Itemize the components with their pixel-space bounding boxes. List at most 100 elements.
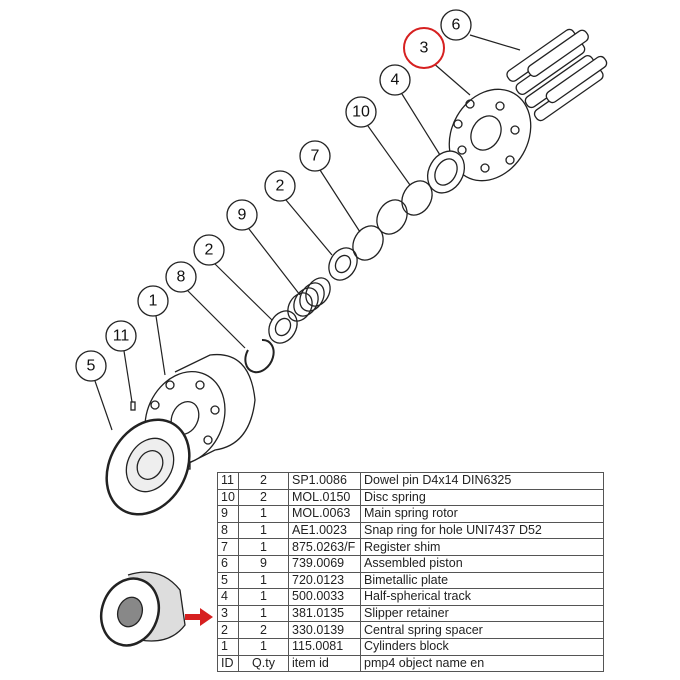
- cell-item-id: AE1.0023: [288, 521, 361, 540]
- cell-name: Main spring rotor: [360, 505, 604, 523]
- cell-name: Bimetallic plate: [360, 571, 604, 590]
- cell-name: Dowel pin D4x14 DIN6325: [360, 472, 604, 490]
- cell-id: ID: [217, 654, 239, 673]
- cell-item-id: 381.0135: [288, 604, 361, 623]
- cell-name: pmp4 object name en: [360, 654, 604, 673]
- callout-circle: [440, 9, 472, 41]
- part-10-disc: [401, 180, 433, 216]
- callout-4: 4: [379, 64, 411, 96]
- callout-2: 2: [264, 170, 296, 202]
- callout-3: 3: [403, 27, 445, 69]
- callout-label: 2: [205, 242, 214, 259]
- cell-id: 8: [217, 521, 239, 540]
- cell-id: 7: [217, 538, 239, 556]
- callout-1: 1: [137, 285, 169, 317]
- cell-item-id: SP1.0086: [288, 472, 361, 490]
- part-11-dowel-pin: [130, 401, 136, 411]
- cell-name: Central spring spacer: [360, 621, 604, 639]
- cell-qty: 1: [238, 571, 289, 590]
- callout-label: 3: [420, 40, 429, 57]
- callout-6: 6: [440, 9, 472, 41]
- cell-item-id: 500.0033: [288, 588, 361, 606]
- cell-qty: 1: [238, 505, 289, 523]
- callout-circle: [137, 285, 169, 317]
- part-9-spring: [287, 277, 331, 322]
- callout-circle: [75, 350, 107, 382]
- callout-circle: [264, 170, 296, 202]
- cell-name: Assembled piston: [360, 554, 604, 573]
- callout-circle: [193, 234, 225, 266]
- callout-circle: [105, 320, 137, 352]
- callout-10: 10: [345, 96, 377, 128]
- cell-item-id: item id: [288, 654, 361, 673]
- callout-circle: [165, 261, 197, 293]
- cell-qty: 2: [238, 488, 289, 507]
- cell-id: 6: [217, 554, 239, 573]
- cell-id: 4: [217, 588, 239, 606]
- cell-name: Slipper retainer: [360, 604, 604, 623]
- callout-label: 6: [452, 17, 461, 34]
- part-7-shim: [352, 225, 384, 261]
- cell-name: Cylinders block: [360, 637, 604, 656]
- callout-circle: [379, 64, 411, 96]
- part-3-slipper-retainer: [448, 88, 532, 182]
- cell-qty: 2: [238, 472, 289, 490]
- callout-circle: [226, 199, 258, 231]
- assembly-thumbnail: [99, 571, 186, 647]
- cell-qty: 1: [238, 604, 289, 623]
- red-arrow-icon: [185, 608, 213, 626]
- cell-name: Snap ring for hole UNI7437 D52: [360, 521, 604, 540]
- callout-label: 10: [352, 104, 370, 121]
- callout-label: 4: [391, 72, 400, 89]
- callout-7: 7: [299, 140, 331, 172]
- callout-circle: [403, 27, 445, 69]
- cell-id: 2: [217, 621, 239, 639]
- cell-qty: 1: [238, 538, 289, 556]
- cell-qty: Q.ty: [238, 654, 289, 673]
- callout-label: 8: [177, 269, 186, 286]
- cell-id: 5: [217, 571, 239, 590]
- part-2-spacer-2: [268, 310, 298, 344]
- callout-label: 5: [87, 358, 96, 375]
- callout-label: 1: [149, 293, 158, 310]
- part-5-bimetallic-plate: [105, 418, 191, 516]
- callout-8: 8: [165, 261, 197, 293]
- callout-circle: [345, 96, 377, 128]
- cell-qty: 1: [238, 588, 289, 606]
- callout-label: 9: [238, 207, 247, 224]
- cell-id: 9: [217, 505, 239, 523]
- callout-11: 11: [105, 320, 137, 352]
- part-4-track: [426, 150, 466, 194]
- cell-qty: 1: [238, 637, 289, 656]
- part-2-spacer: [328, 247, 358, 281]
- cell-qty: 9: [238, 554, 289, 573]
- cell-item-id: MOL.0150: [288, 488, 361, 507]
- callout-5: 5: [75, 350, 107, 382]
- callout-circle: [299, 140, 331, 172]
- part-10-disc: [376, 199, 408, 235]
- cell-qty: 2: [238, 621, 289, 639]
- callout-label: 11: [113, 328, 130, 345]
- callout-2: 2: [193, 234, 225, 266]
- cell-id: 11: [217, 472, 239, 490]
- cell-name: Disc spring: [360, 488, 604, 507]
- cell-item-id: 115.0081: [288, 637, 361, 656]
- cell-name: Half-spherical track: [360, 588, 604, 606]
- cell-id: 10: [217, 488, 239, 507]
- part-8-snap-ring: [244, 338, 275, 374]
- cell-item-id: MOL.0063: [288, 505, 361, 523]
- cell-name: Register shim: [360, 538, 604, 556]
